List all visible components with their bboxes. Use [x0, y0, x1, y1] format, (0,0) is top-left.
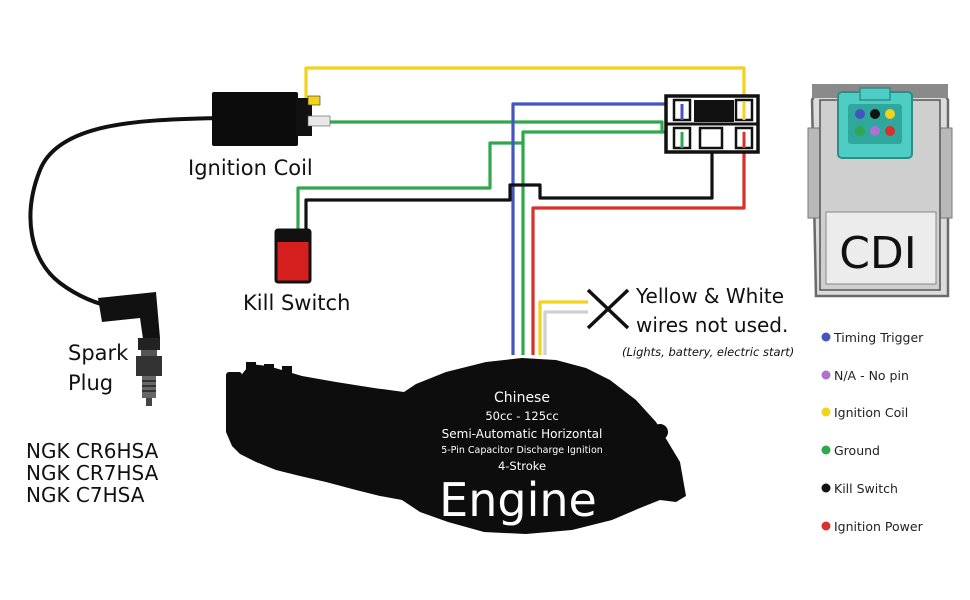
- engine-line-1: Chinese: [494, 390, 550, 406]
- ngk-model-3: NGK C7HSA: [26, 483, 145, 507]
- engine: Chinese 50cc - 125cc Semi-Automatic Hori…: [226, 358, 686, 534]
- ngk-model-1: NGK CR6HSA: [26, 439, 159, 463]
- wires: [28, 66, 746, 355]
- ignition-coil: Ignition Coil: [188, 92, 331, 180]
- spark-plug: Spark Plug: [68, 292, 162, 406]
- kill-switch-label: Kill Switch: [243, 291, 350, 315]
- engine-title: Engine: [439, 473, 597, 527]
- engine-line-3: Semi-Automatic Horizontal: [442, 427, 603, 441]
- ignition-coil-label: Ignition Coil: [188, 156, 313, 180]
- yellow-wire-engine: [538, 300, 588, 355]
- unused-wires-note: Yellow & White wires not used. (Lights, …: [586, 284, 794, 359]
- legend-dot-ignition-power: [821, 521, 831, 531]
- unused-wires-note: (Lights, battery, electric start): [622, 345, 794, 359]
- legend-dot-ground: [821, 445, 831, 455]
- spark-plug-lead: [28, 116, 219, 310]
- green-wire-branch: [521, 130, 680, 143]
- kill-switch: Kill Switch: [243, 228, 350, 315]
- legend: Timing Trigger N/A - No pin Ignition Coi…: [821, 330, 924, 534]
- legend-label-ignition-coil: Ignition Coil: [834, 405, 908, 420]
- cdi-connector: [664, 94, 760, 154]
- legend-dot-na: [821, 370, 831, 380]
- black-wire: [304, 140, 714, 232]
- green-wire-engine: [296, 141, 525, 355]
- legend-label-ignition-power: Ignition Power: [834, 519, 924, 534]
- legend-label-timing-trigger: Timing Trigger: [833, 330, 924, 345]
- unused-wires-line1: Yellow & White: [635, 284, 784, 308]
- white-wire: [543, 310, 588, 355]
- spark-plug-label-1: Spark: [68, 341, 129, 365]
- green-wire-coil: [326, 120, 664, 132]
- legend-label-na: N/A - No pin: [834, 368, 909, 383]
- spark-plug-label-2: Plug: [68, 371, 113, 395]
- red-wire: [531, 145, 746, 355]
- engine-line-5: 4-Stroke: [498, 459, 546, 473]
- ngk-model-2: NGK CR7HSA: [26, 461, 159, 485]
- cdi-unit: CDI: [807, 84, 953, 298]
- legend-dot-ignition-coil: [821, 407, 831, 417]
- unused-wires-line2: wires not used.: [636, 313, 788, 337]
- ngk-list: NGK CR6HSA NGK CR7HSA NGK C7HSA: [26, 439, 159, 507]
- legend-label-kill-switch: Kill Switch: [834, 481, 898, 496]
- legend-label-ground: Ground: [834, 443, 880, 458]
- engine-line-2: 50cc - 125cc: [485, 409, 558, 423]
- legend-dot-kill-switch: [821, 483, 831, 493]
- engine-line-4: 5-Pin Capacitor Discharge Ignition: [441, 445, 603, 456]
- legend-dot-timing-trigger: [821, 332, 831, 342]
- cdi-label: CDI: [839, 228, 917, 279]
